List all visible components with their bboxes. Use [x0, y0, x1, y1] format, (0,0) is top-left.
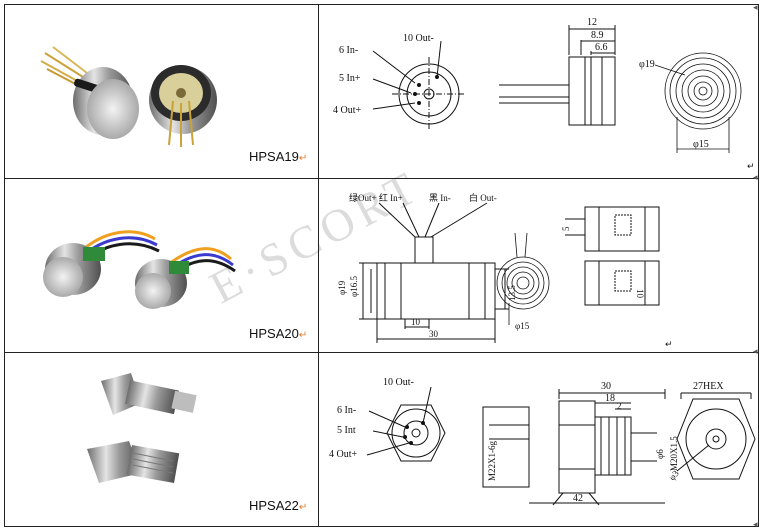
dim-5: 5	[561, 226, 571, 231]
row-divider	[4, 178, 759, 179]
return-mark: ↵	[298, 502, 308, 513]
dim-6-6: 6.6	[595, 42, 608, 53]
dim-18: 18	[605, 393, 615, 404]
dim-10b: 10	[635, 289, 645, 299]
pin-in-minus: 6 In-	[337, 405, 356, 416]
return-mark: ↵	[665, 339, 673, 349]
side-mark: ◂	[753, 172, 758, 182]
dia-16-5: φ16.5	[349, 276, 359, 297]
dim-12: 12	[587, 17, 597, 28]
hpsa19-drawing: 6 In- 5 In+ 4 Out+ 10 Out- 12 8.9 6.6	[333, 17, 755, 171]
model-name: HPSA22	[249, 498, 299, 513]
dim-13-5: 13.5	[507, 285, 517, 301]
dia-6: φ6	[655, 449, 665, 459]
hex-27: 27HEX	[693, 381, 724, 392]
model-label-hpsa22: HPSA22↵	[249, 498, 307, 513]
hpsa22-drawing: 6 In- 5 Int 4 Out+ 10 Out-	[329, 377, 756, 506]
pin-out-plus: 4 Out+	[333, 105, 362, 116]
hpsa20-photo	[43, 230, 236, 309]
side-view	[359, 202, 509, 343]
hpsa19-photo	[40, 46, 217, 147]
side-mark: ◂	[753, 2, 758, 12]
wire-white: 白 Out-	[469, 192, 497, 203]
dia-15: φ15	[515, 321, 530, 331]
sensor-right	[135, 247, 236, 309]
model-label-hpsa19: HPSA19↵	[249, 149, 307, 164]
side-view	[499, 25, 616, 126]
fitting-top	[101, 373, 197, 415]
row-divider	[4, 352, 759, 353]
pin-in-plus: 5 In+	[339, 73, 361, 84]
front-view	[366, 386, 446, 462]
return-mark: ↵	[298, 153, 308, 164]
return-mark: ↵	[747, 161, 755, 171]
side-view	[482, 389, 666, 506]
return-mark: ↵	[298, 330, 308, 341]
thread-m20: M20X1.5	[669, 436, 679, 471]
pin-out-minus: 10 Out-	[403, 33, 434, 44]
pin-out-plus: 4 Out+	[329, 449, 358, 460]
wire-labels: 绿Out+ 红 In+	[349, 192, 403, 203]
side-mark: ◂	[753, 519, 758, 529]
thread-m22: M22X1-6g	[487, 441, 497, 481]
front-view	[372, 40, 466, 131]
sensor-left	[43, 230, 160, 297]
dim-10: 10	[411, 317, 421, 327]
dim-30: 30	[601, 381, 611, 392]
dia-15: φ15	[693, 139, 709, 150]
model-label-hpsa20: HPSA20↵	[249, 326, 307, 341]
diaphragm-view	[654, 52, 742, 153]
model-name: HPSA20	[249, 326, 299, 341]
pin-in-minus: 6 In-	[339, 45, 358, 56]
dim-2: 2	[617, 401, 622, 411]
dim-42: 42	[573, 493, 583, 504]
dia-19: φ19	[337, 280, 347, 295]
side-mark: ◂	[753, 346, 758, 356]
hex-view	[676, 392, 756, 480]
diaphragm-view	[496, 232, 550, 325]
pin-in-plus: 5 Int	[337, 425, 356, 436]
hpsa22-photo	[87, 373, 197, 483]
wire-black: 黑 In-	[429, 193, 451, 203]
spec-table	[4, 4, 759, 527]
dim-8-9: 8.9	[591, 30, 604, 41]
section-view	[565, 206, 660, 306]
pin-out-minus: 10 Out-	[383, 377, 414, 388]
dia-19: φ19	[639, 59, 655, 70]
fitting-bottom	[87, 441, 180, 483]
column-divider	[318, 4, 319, 527]
model-name: HPSA19	[249, 149, 299, 164]
hpsa20-drawing: 绿Out+ 红 In+ 黑 In- 白 Out-	[337, 192, 673, 349]
sensor-right	[149, 65, 217, 147]
sensor-left	[40, 46, 139, 139]
dim-30: 30	[429, 329, 439, 339]
